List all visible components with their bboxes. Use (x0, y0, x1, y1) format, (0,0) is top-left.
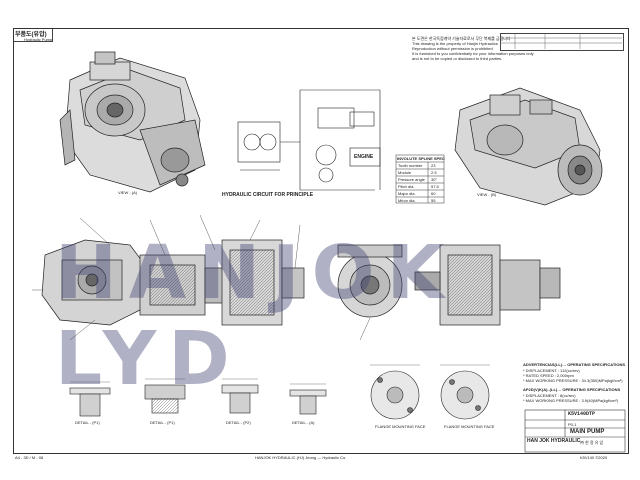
spec-line: * DISPLACEMENT : 8(cc/rev) (523, 393, 576, 398)
corner-sub: Hydraulic Pump (24, 37, 53, 42)
hydraulic-circuit (237, 89, 381, 191)
iso-view-right-label: VIEW - (B) (477, 192, 497, 197)
top-note-line: and is not to be copied or disclosed to … (412, 56, 503, 61)
iso-view-left-label: VIEW - (A) (118, 190, 138, 195)
model-code: K5V140DTP (568, 411, 596, 417)
drawing-frame (13, 28, 629, 454)
footer-left: A4 - 3D / M - 08 (15, 455, 44, 460)
top-note-line: 본 도면은 한국독점계약 기술자료로서 무단 복제를 금합니다 (412, 36, 511, 41)
watermark: HANJOK LYD (55, 230, 456, 402)
spec-title-2: AP2D(V)K(A)..(LL)… OPERATING SPECIFICATI… (523, 387, 621, 392)
iso-pump-left (59, 51, 206, 193)
title-block (524, 409, 626, 453)
detail-label: DETAIL - (P2) (226, 420, 251, 425)
iso-pump-right (454, 87, 603, 206)
detail-label: FLANGE MOUNTING FACE (375, 424, 426, 429)
spline-row-value: 30° (431, 177, 438, 182)
footer-center: HANJOK HYDRAULIC (HJ) Jeong — Hydraulic … (255, 455, 347, 460)
spline-row-value: 2.5 (431, 170, 437, 175)
part-code: P0-1 (568, 422, 577, 427)
top-note-line: Reproduction without permission is prohi… (412, 46, 493, 51)
engine-label: ENGINE (354, 154, 374, 160)
top-note-line: This drawing is the property of Hanjin H… (412, 41, 498, 46)
spline-row-value: 60 (431, 191, 436, 196)
corner-label: 부품도(유압) (15, 32, 47, 38)
spec-title-1: ADVERTENCIAS(LL)… OPERATING SPECIFICATIO… (523, 362, 626, 367)
spline-row-name: Tooth number (398, 163, 423, 168)
spec-line: * RATED SPEED : 2,000rpm (523, 373, 574, 378)
spline-row-value: 23 (431, 163, 436, 168)
spline-row-name: Minor dia. (398, 198, 416, 203)
spec-line: * DISPLACEMENT : 112(cc/rev) (523, 368, 580, 373)
footer-right: K5V140 ©2020 (580, 455, 608, 460)
spec-line: * MAX WORKING PRESSURE : 34.3(350)MPa(kg… (523, 378, 623, 383)
spline-row-name: Module (398, 170, 412, 175)
detail-label: DETAIL - (P1) (150, 420, 175, 425)
spline-row-value: 57.5 (431, 184, 439, 189)
detail-label: FLANGE MOUNTING FACE (444, 424, 495, 429)
detail-label: DETAIL - (A) (292, 420, 315, 425)
title-block-name: MAIN PUMP (570, 429, 605, 435)
spline-table (395, 154, 445, 204)
revision-table (500, 33, 624, 51)
detail-label: DETAIL - (P1) (75, 420, 100, 425)
company-name: HAN JOK HYDRAULIC (527, 438, 581, 444)
spline-row-name: Major dia. (398, 191, 416, 196)
spline-title: INVOLUTE SPLINE SPEC (397, 156, 445, 161)
leader-lines (32, 214, 371, 341)
spline-row-name: Pressure angle (398, 177, 425, 182)
spec-line: * MAX WORKING PRESSURE : 3.9(40)MPa(kgf/… (523, 398, 619, 403)
company-name-kr: ㈜ 한 정 유 압 (580, 440, 604, 445)
spline-row-value: 55 (431, 198, 436, 203)
circuit-title: HYDRAULIC CIRCUIT FOR PRINCIPLE (222, 192, 314, 198)
detail-views (69, 370, 490, 420)
main-views (41, 239, 561, 326)
top-note-line: It is furnished to you confidentially fo… (412, 51, 534, 56)
dimension-lines (70, 364, 490, 385)
spline-row-name: Pitch dia. (398, 184, 415, 189)
